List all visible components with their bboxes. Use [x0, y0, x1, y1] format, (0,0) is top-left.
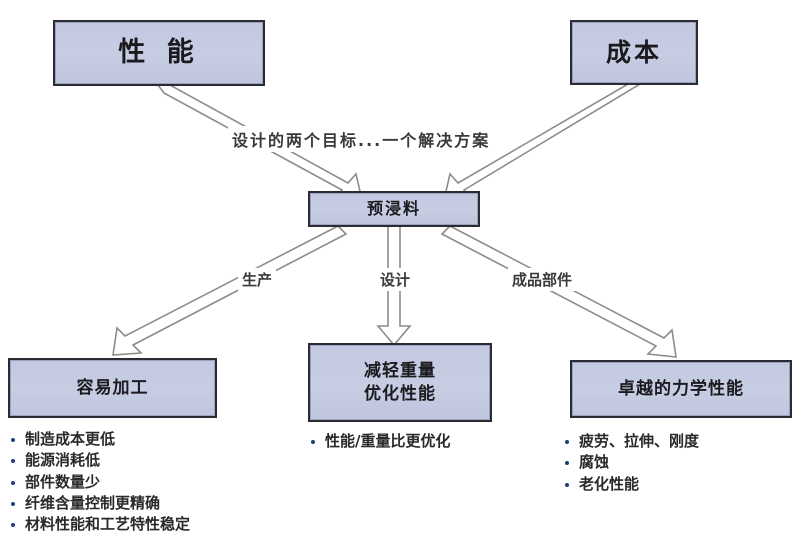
list-item: 能源消耗低	[8, 450, 190, 471]
list-item: 老化性能	[562, 474, 699, 495]
list-item: 疲劳、拉伸、刚度	[562, 431, 699, 452]
list-item: 材料性能和工艺特性稳定	[8, 514, 190, 535]
list-item: 性能/重量比更优化	[308, 431, 450, 452]
node-mechanical-performance-label: 卓越的力学性能	[618, 378, 744, 399]
node-easy-processing-label: 容易加工	[76, 377, 149, 398]
node-performance-label: 性 能	[118, 36, 200, 68]
label-two-goals-one-solution: 设计的两个目标...一个解决方案	[228, 126, 495, 152]
list-item: 纤维含量控制更精确	[8, 493, 190, 514]
label-edge-finished-part: 成品部件	[508, 268, 577, 291]
node-easy-processing[interactable]: 容易加工	[8, 358, 217, 418]
node-mechanical-performance[interactable]: 卓越的力学性能	[570, 360, 792, 418]
node-weight-line-1: 减轻重量	[364, 360, 436, 381]
arrow-prepreg-to-easy-process	[112, 225, 348, 356]
list-item: 腐蚀	[562, 452, 699, 473]
arrow-prepreg-to-mechanical	[440, 225, 677, 358]
node-prepreg-label: 预浸料	[366, 199, 421, 219]
node-weight-performance[interactable]: 减轻重量 优化性能	[308, 343, 492, 422]
node-cost-label: 成本	[605, 37, 662, 67]
bullet-list-mechanical: 疲劳、拉伸、刚度 腐蚀 老化性能	[562, 431, 699, 495]
list-item: 部件数量少	[8, 472, 190, 493]
label-edge-produce: 生产	[238, 268, 277, 291]
node-cost[interactable]: 成本	[570, 20, 698, 85]
label-edge-design: 设计	[376, 268, 415, 291]
list-item: 制造成本更低	[8, 429, 190, 450]
bullet-list-weight: 性能/重量比更优化	[308, 431, 450, 452]
node-performance[interactable]: 性 能	[53, 20, 265, 86]
node-prepreg[interactable]: 预浸料	[308, 191, 480, 227]
bullet-list-easy-processing: 制造成本更低 能源消耗低 部件数量少 纤维含量控制更精确 材料性能和工艺特性稳定	[8, 429, 190, 535]
node-weight-line-2: 优化性能	[364, 383, 436, 404]
